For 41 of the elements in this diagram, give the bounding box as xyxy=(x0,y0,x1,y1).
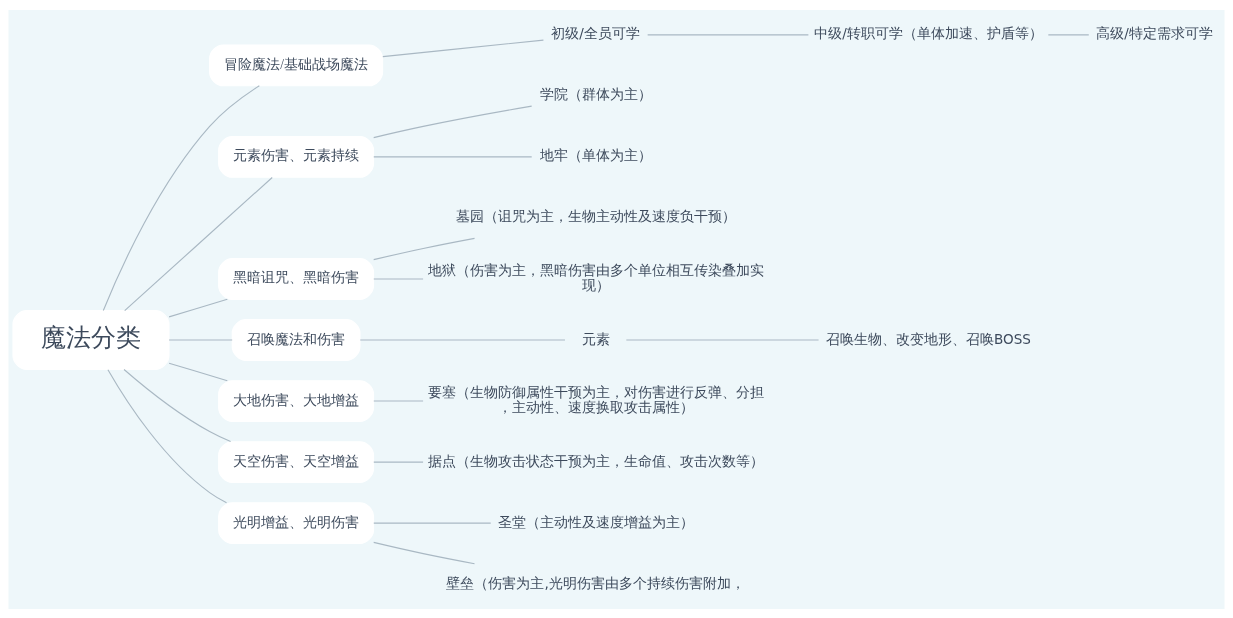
node-box: 光明增益、光明伤害 xyxy=(218,501,375,544)
connector xyxy=(123,368,232,442)
node-text: 壁垒（伤害为主,光明伤害由多个持续伤害附加， xyxy=(446,574,745,591)
connector xyxy=(373,541,476,564)
node-text: 高级/特定需求可学 xyxy=(1096,24,1213,41)
connector xyxy=(168,362,228,381)
node-box: 魔法分类 xyxy=(12,309,170,370)
connector xyxy=(102,84,260,311)
connector xyxy=(647,33,809,35)
node-text: 地狱（伤害为主，黑暗伤害由多个单位相互传染叠加实现） xyxy=(427,261,764,293)
node-box: 冒险魔法/基础战场魔法 xyxy=(209,43,384,86)
connector xyxy=(625,338,820,341)
node-box: 黑暗诅咒、黑暗伤害 xyxy=(218,257,375,300)
node-text: 初级/全员可学 xyxy=(551,24,640,41)
connector xyxy=(168,298,228,317)
node-text: 圣堂（主动性及速度增益为主） xyxy=(497,513,694,530)
node-text: 学院（群体为主） xyxy=(539,85,652,102)
connector xyxy=(168,338,233,341)
connector xyxy=(1047,33,1090,35)
node-text: 墓园（诅咒为主，生物主动性及速度负干预） xyxy=(455,207,736,224)
connector xyxy=(373,155,533,157)
connector xyxy=(373,237,476,260)
node-box: 元素伤害、元素持续 xyxy=(218,135,375,178)
connector xyxy=(382,39,544,57)
node-text: 元素 xyxy=(581,330,610,347)
node-text: 召唤生物、改变地形、召唤BOSS xyxy=(825,330,1031,347)
node-text: 据点（生物攻击状态干预为主，生命值、攻击次数等） xyxy=(427,452,764,469)
connector xyxy=(373,522,492,524)
connector xyxy=(107,368,228,503)
connector xyxy=(373,400,424,402)
connector xyxy=(373,461,424,463)
connector xyxy=(373,105,533,138)
node-box: 大地伤害、大地增益 xyxy=(218,379,375,422)
node-box: 天空伤害、天空增益 xyxy=(218,440,375,483)
connector xyxy=(359,338,566,341)
node-text: 要塞（生物防御属性干预为主，对伤害进行反弹、分担，主动性、速度换取攻击属性） xyxy=(427,383,764,415)
connector xyxy=(373,277,424,280)
connector xyxy=(124,176,273,311)
node-text: 中级/转职可学（单体加速、护盾等） xyxy=(814,24,1043,41)
node-text: 地牢（单体为主） xyxy=(539,146,652,163)
node-box: 召唤魔法和伤害 xyxy=(231,318,361,361)
